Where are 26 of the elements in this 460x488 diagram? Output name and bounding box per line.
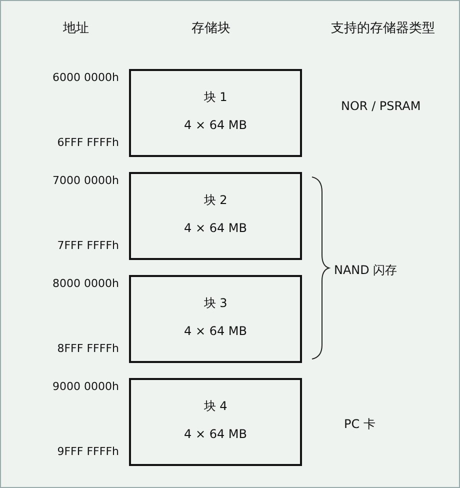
block-name: 块 1 bbox=[202, 89, 228, 106]
memory-type-label: NAND 闪存 bbox=[334, 262, 398, 279]
memory-type-label: PC 卡 bbox=[344, 416, 376, 433]
block-name: 块 3 bbox=[202, 295, 228, 312]
column-header: 地址 bbox=[62, 20, 90, 37]
address-label: 9000 0000h bbox=[52, 380, 119, 393]
memory-type-label: NOR / PSRAM bbox=[341, 99, 421, 113]
memory-block-box bbox=[129, 378, 302, 466]
memory-block-box bbox=[129, 69, 302, 157]
address-label: 7000 0000h bbox=[52, 174, 119, 187]
address-label: 8FFF FFFFh bbox=[57, 342, 119, 355]
block-size: 4 × 64 MB bbox=[183, 427, 248, 441]
block-size: 4 × 64 MB bbox=[183, 118, 248, 132]
memory-block-box bbox=[129, 172, 302, 260]
address-label: 6FFF FFFFh bbox=[57, 136, 119, 149]
block-size: 4 × 64 MB bbox=[183, 221, 248, 235]
block-size: 4 × 64 MB bbox=[183, 324, 248, 338]
address-label: 6000 0000h bbox=[52, 71, 119, 84]
block-name: 块 4 bbox=[202, 398, 228, 415]
column-header: 支持的存储器类型 bbox=[330, 20, 436, 37]
address-label: 8000 0000h bbox=[52, 277, 119, 290]
memory-block-box bbox=[129, 275, 302, 363]
column-header: 存储块 bbox=[190, 20, 232, 37]
address-label: 7FFF FFFFh bbox=[57, 239, 119, 252]
address-label: 9FFF FFFFh bbox=[57, 445, 119, 458]
block-name: 块 2 bbox=[202, 192, 228, 209]
